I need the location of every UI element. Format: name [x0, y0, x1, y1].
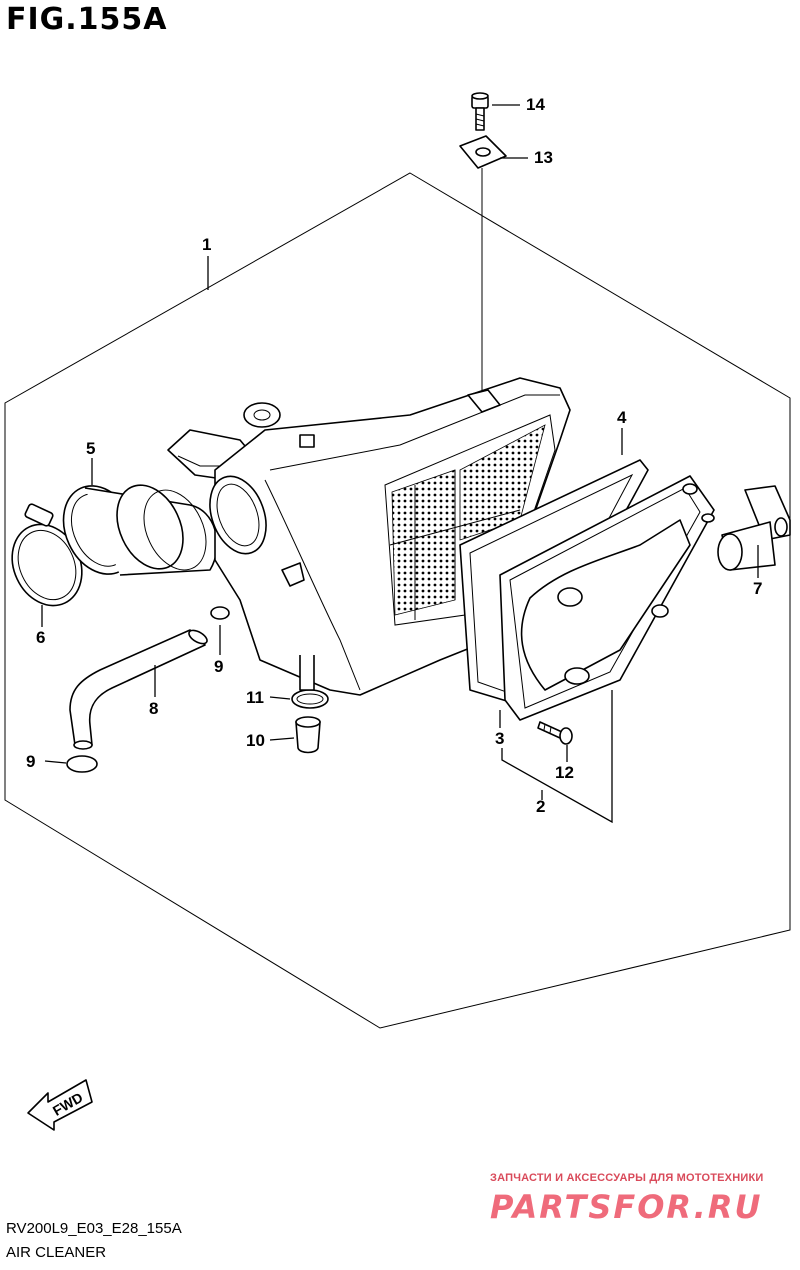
watermark-tagline: ЗАПЧАСТИ И АКСЕССУАРЫ ДЛЯ МОТОТЕХНИКИ: [490, 1172, 764, 1184]
cover-part-2[interactable]: [499, 475, 715, 721]
watermark-logo: PARTSFOR.RU: [490, 1188, 763, 1226]
callout-9-lower: 9: [26, 752, 35, 771]
fwd-arrow-icon: FWD: [27, 1079, 93, 1131]
hose-clamp-part-9-upper[interactable]: [210, 606, 230, 620]
callout-11: 11: [246, 688, 264, 707]
assembly-outline: [4, 172, 791, 1029]
callout-2: 2: [536, 797, 545, 816]
clamp-part-6[interactable]: [0, 503, 95, 617]
leader-lines: [41, 104, 759, 824]
bolt-part-14[interactable]: [471, 92, 489, 131]
callout-12: 12: [555, 763, 574, 782]
callout-8: 8: [149, 699, 158, 718]
clamp-part-11[interactable]: [291, 689, 329, 709]
callout-3: 3: [495, 729, 504, 748]
callout-1: 1: [202, 235, 211, 254]
figure-name: AIR CLEANER: [6, 1244, 107, 1261]
nut-plate-part-13[interactable]: [459, 135, 507, 169]
callout-labels: 1 2 3 4 5 6 7 8 9 9 10 11 12 13 14: [26, 95, 762, 816]
hose-clamp-part-9-lower[interactable]: [66, 755, 98, 773]
callout-5: 5: [86, 439, 95, 458]
drain-cap-part-10[interactable]: [295, 716, 321, 754]
screw-part-12[interactable]: [537, 721, 573, 745]
callout-7: 7: [753, 579, 762, 598]
callout-9-upper: 9: [214, 657, 223, 676]
callout-14: 14: [526, 95, 545, 114]
figure-title: FIG.155A: [6, 2, 168, 37]
fitting-part-7[interactable]: [717, 485, 791, 571]
callout-13: 13: [534, 148, 553, 167]
callout-10: 10: [246, 731, 265, 750]
callout-6: 6: [36, 628, 45, 647]
hose-part-8[interactable]: [69, 628, 209, 750]
figure-code: RV200L9_E03_E28_155A: [6, 1220, 182, 1237]
callout-4: 4: [617, 408, 627, 427]
intake-boot-part-5[interactable]: [50, 474, 218, 586]
